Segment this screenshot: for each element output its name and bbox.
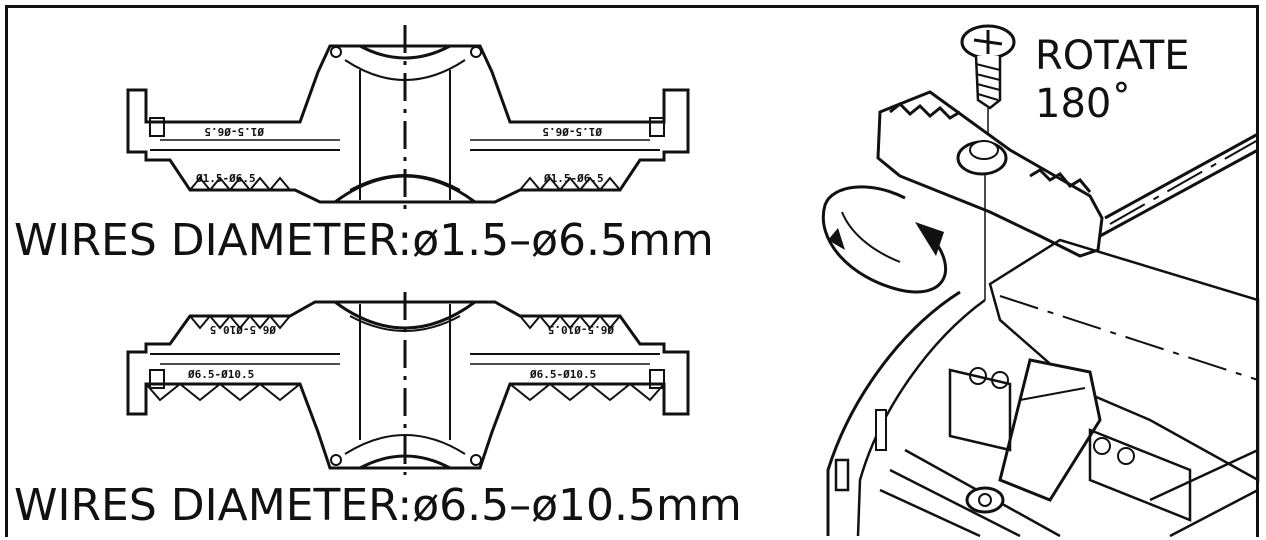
rotation-arrow-icon bbox=[821, 185, 948, 294]
caption-wires-diameter-large: WIRES DIAMETER:ø6.5–ø10.5mm bbox=[14, 480, 742, 531]
rotate-label-line2: 180˚ bbox=[1035, 81, 1132, 127]
terminal-block-icon bbox=[876, 90, 1104, 300]
engraving-b-top-right: Ø6.5-Ø10.5 bbox=[548, 323, 615, 336]
engraving-bottom-right: Ø1.5-Ø6.5 bbox=[543, 172, 604, 185]
clamp-top: Ø1.5-Ø6.5 Ø1.5-Ø6.5 Ø1.5-Ø6.5 Ø1.5-Ø6.5 bbox=[126, 25, 690, 210]
engraving-b-bottom-left: Ø6.5-Ø10.5 bbox=[187, 368, 254, 381]
engraving-b-top-left: Ø6.5-Ø10.5 bbox=[210, 323, 277, 336]
rotate-label-line1: ROTATE bbox=[1035, 33, 1190, 79]
screw-icon bbox=[960, 24, 1016, 148]
assembly-illustration bbox=[821, 24, 1260, 538]
rotate-label: ROTATE 180˚ bbox=[1035, 32, 1190, 128]
engraving-bottom-left: Ø1.5-Ø6.5 bbox=[195, 172, 256, 185]
engraving-b-bottom-right: Ø6.5-Ø10.5 bbox=[529, 368, 596, 381]
engraving-top-left: Ø1.5-Ø6.5 bbox=[204, 125, 265, 138]
clamp-bottom: Ø6.5-Ø10.5 Ø6.5-Ø10.5 Ø6.5-Ø10.5 Ø6.5-Ø1… bbox=[126, 292, 690, 475]
engraving-top-right: Ø1.5-Ø6.5 bbox=[542, 125, 603, 138]
caption-wires-diameter-small: WIRES DIAMETER:ø1.5–ø6.5mm bbox=[14, 215, 714, 266]
